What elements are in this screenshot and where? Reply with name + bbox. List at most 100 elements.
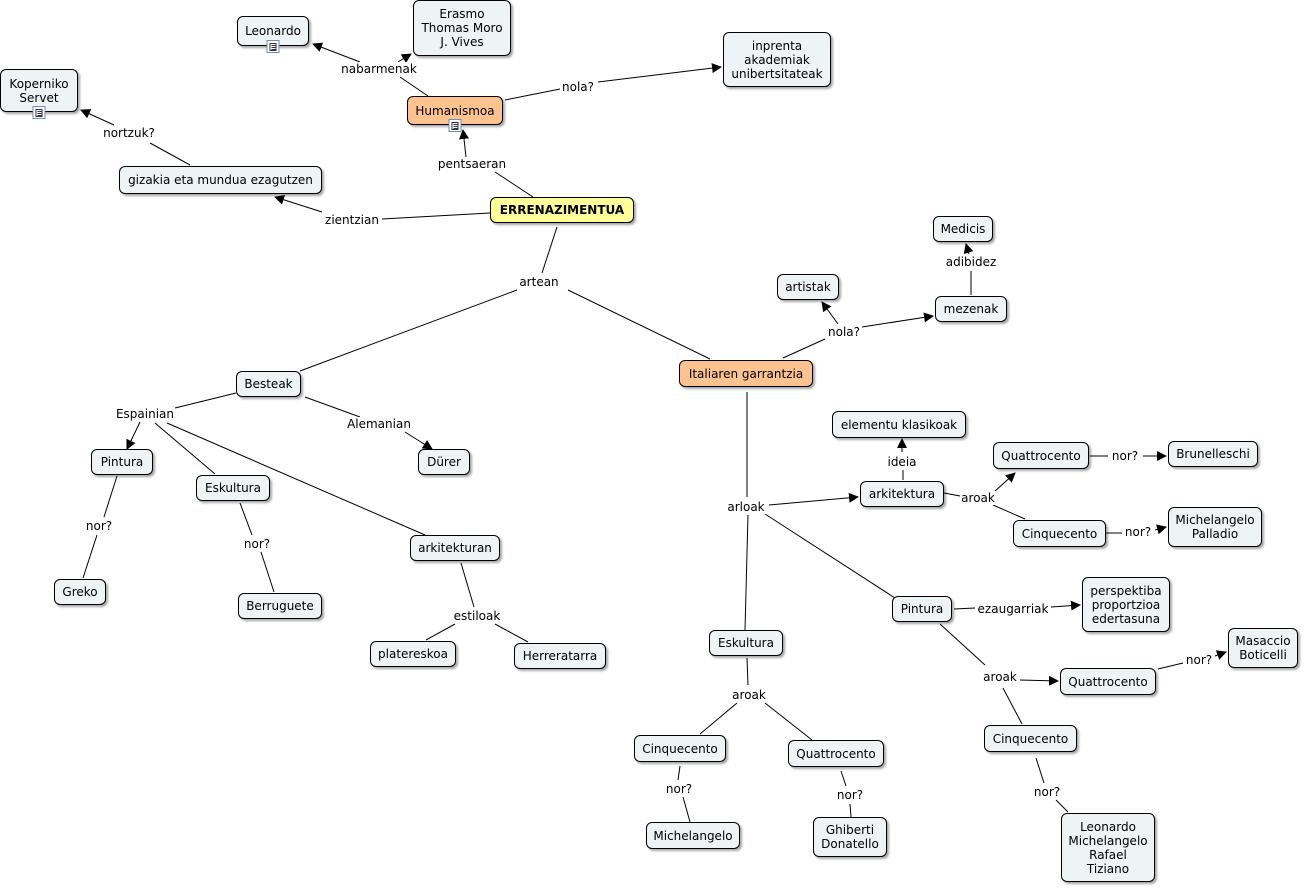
- node-platereskoa[interactable]: platereskoa: [370, 641, 456, 667]
- node-eskultura-it[interactable]: Eskultura: [709, 630, 783, 656]
- node-label: Pintura: [900, 602, 944, 616]
- link-label-ezaugarriak: ezaugarriak: [976, 602, 1050, 616]
- node-pintura-it[interactable]: Pintura: [892, 596, 952, 622]
- node-michelangelo-palladio[interactable]: Michelangelo Palladio: [1168, 507, 1262, 547]
- link-line: [274, 194, 323, 213]
- link-line: [239, 502, 253, 536]
- link-line: [1035, 757, 1045, 784]
- link-line: [861, 312, 934, 328]
- node-line: J. Vives: [440, 35, 484, 49]
- link-line: [166, 422, 426, 536]
- node-artistak[interactable]: artistak: [777, 274, 839, 300]
- link-line: [260, 551, 275, 593]
- node-erasmo[interactable]: Erasmo Thomas Moro J. Vives: [413, 0, 511, 56]
- document-icon[interactable]: [266, 40, 280, 53]
- node-label: Eskultura: [718, 636, 774, 650]
- link-line: [541, 226, 558, 274]
- node-italiaren[interactable]: Italiaren garrantzia: [679, 360, 813, 387]
- link-line: [399, 76, 429, 97]
- link-line: [1154, 524, 1167, 535]
- node-pintura-es[interactable]: Pintura: [91, 449, 153, 475]
- node-quattrocento-ark[interactable]: Quattrocento: [993, 442, 1089, 469]
- link-line: [567, 289, 711, 360]
- link-label-nola-italiaren: nola?: [826, 325, 862, 339]
- link-label-estiloak: estiloak: [452, 609, 502, 623]
- node-leonardo-list[interactable]: Leonardo Michelangelo Rafael Tiziano: [1061, 813, 1155, 882]
- node-label: mezenak: [943, 302, 999, 316]
- node-label: arkitekturan: [418, 541, 492, 555]
- node-cinquecento-ark[interactable]: Cinquecento: [1013, 520, 1106, 547]
- node-line: Ghiberti: [825, 823, 875, 837]
- node-greko[interactable]: Greko: [54, 579, 106, 605]
- node-label: Pintura: [100, 455, 144, 469]
- node-text-lines: Ghiberti Donatello: [821, 823, 879, 851]
- node-perspektiba[interactable]: perspektiba proportzioa edertasuna: [1082, 577, 1170, 632]
- link-label-nortzuk: nortzuk?: [102, 126, 156, 140]
- node-durer[interactable]: Dürer: [418, 449, 470, 475]
- node-line: Rafael: [1089, 847, 1127, 862]
- node-brunelleschi[interactable]: Brunelleschi: [1168, 441, 1258, 467]
- node-masaccio[interactable]: Masaccio Boticelli: [1228, 628, 1298, 668]
- node-berruguete[interactable]: Berruguete: [238, 593, 322, 619]
- node-cinquecento-esk[interactable]: Cinquecento: [634, 735, 726, 762]
- node-humanismoa[interactable]: Humanismoa: [407, 96, 503, 132]
- node-text-lines: Koperniko Servet: [9, 77, 68, 105]
- document-icon[interactable]: [448, 119, 462, 132]
- node-label: Herreratarra: [522, 649, 598, 663]
- node-label: Eskultura: [205, 481, 261, 495]
- document-icon[interactable]: [32, 106, 46, 119]
- node-label: Greko: [62, 585, 98, 599]
- link-label-nor-quattrocento-ark: nor?: [1110, 449, 1140, 463]
- link-label-nor-cinquecento-esk: nor?: [664, 782, 694, 796]
- node-label: Italiaren garrantzia: [688, 366, 804, 381]
- node-quattrocento-esk[interactable]: Quattrocento: [788, 740, 884, 767]
- node-line: Boticelli: [1239, 648, 1287, 662]
- node-herreratarra[interactable]: Herreratarra: [514, 643, 606, 669]
- link-line: [992, 504, 1026, 520]
- node-mezenak[interactable]: mezenak: [935, 296, 1007, 322]
- link-line: [82, 534, 98, 579]
- node-leonardo[interactable]: Leonardo: [237, 16, 309, 53]
- link-line: [768, 492, 859, 506]
- link-line: [504, 88, 561, 101]
- link-line: [746, 657, 749, 686]
- link-line: [174, 392, 237, 409]
- link-line: [1050, 600, 1081, 611]
- link-line: [126, 421, 141, 450]
- link-line: [764, 702, 813, 741]
- node-quattrocento-pin[interactable]: Quattrocento: [1060, 668, 1156, 695]
- node-koperniko[interactable]: Koperniko Servet: [0, 69, 78, 119]
- link-line: [1214, 650, 1227, 660]
- node-medicis[interactable]: Medicis: [933, 216, 993, 242]
- link-line: [494, 171, 534, 198]
- node-line: Michelangelo: [1175, 513, 1255, 527]
- link-line: [939, 623, 986, 666]
- link-line: [299, 289, 518, 372]
- node-errenazimentua[interactable]: ERRENAZIMENTUA: [490, 197, 634, 223]
- node-label: gizakia eta mundua ezagutzen: [128, 173, 313, 187]
- link-line: [425, 623, 456, 641]
- node-label: arkitektura: [868, 487, 936, 501]
- node-eskultura-es[interactable]: Eskultura: [196, 475, 270, 501]
- node-label: Berruguete: [246, 599, 314, 613]
- node-cinquecento-pin[interactable]: Cinquecento: [984, 725, 1077, 752]
- link-line: [953, 607, 976, 610]
- link-line: [699, 702, 738, 735]
- node-besteak[interactable]: Besteak: [236, 371, 301, 397]
- node-gizakia[interactable]: gizakia eta mundua ezagutzen: [119, 166, 322, 194]
- node-ghiberti[interactable]: Ghiberti Donatello: [813, 817, 887, 857]
- node-arkitekturan[interactable]: arkitekturan: [410, 535, 500, 561]
- node-elementu[interactable]: elementu klasikoak: [832, 411, 966, 438]
- node-text-lines: Masaccio Boticelli: [1235, 634, 1290, 662]
- link-line: [304, 396, 361, 418]
- node-label: platereskoa: [378, 647, 448, 661]
- link-label-zientzian: zientzian: [324, 213, 380, 227]
- link-label-nola-humanismoa: nola?: [560, 80, 596, 94]
- node-michelangelo[interactable]: Michelangelo: [646, 822, 740, 849]
- link-label-nabarmenak: nabarmenak: [340, 62, 418, 76]
- node-inprenta[interactable]: inprenta akademiak unibertsitateak: [723, 32, 831, 87]
- node-arkitektura[interactable]: arkitektura: [860, 481, 944, 507]
- link-label-nor-cinquecento-pin: nor?: [1032, 785, 1062, 799]
- node-label: Michelangelo: [653, 828, 733, 843]
